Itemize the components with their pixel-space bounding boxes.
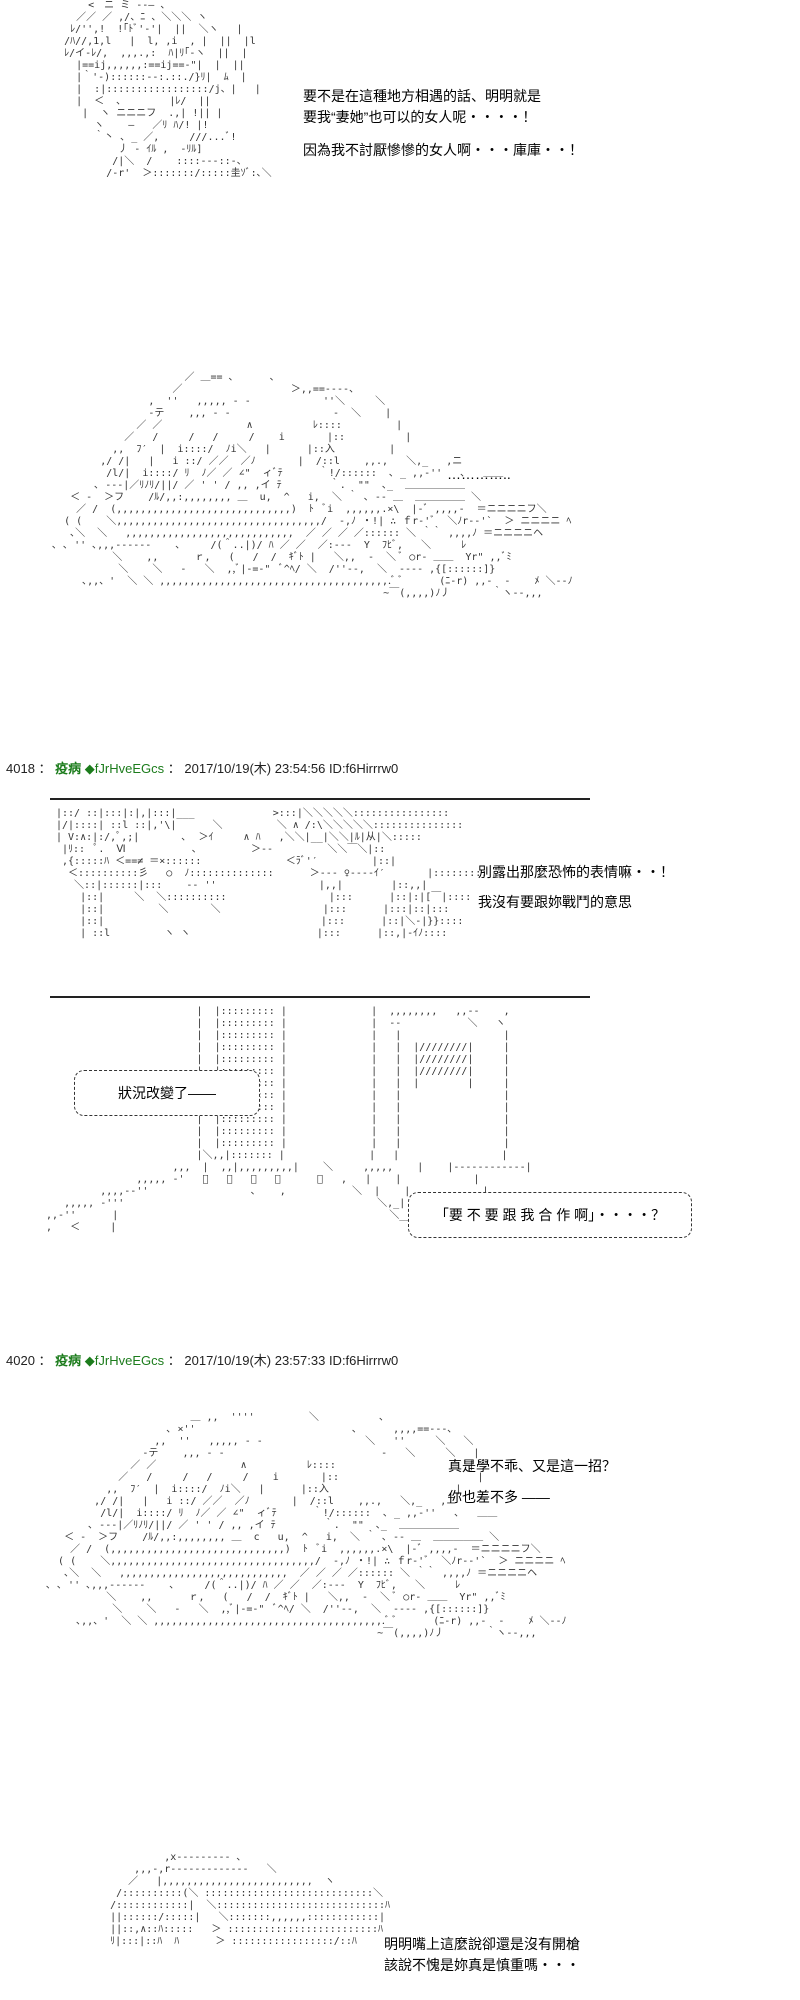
dialogue-line: 我沒有要跟妳戰鬥的意思 xyxy=(478,894,632,910)
panel-bottom-border xyxy=(50,996,590,998)
panel3-dialogue: 別露出那麼恐怖的表情嘛・・！ 我沒有要跟妳戰鬥的意思 xyxy=(478,862,674,913)
dialogue-line: 明明嘴上這麼說卻還是沒有開槍 xyxy=(384,1936,580,1952)
post-number: 4018 xyxy=(6,761,35,776)
post-author-name: 疫病 xyxy=(55,761,82,776)
post-id: ID:f6Hirrrw0 xyxy=(328,1353,399,1368)
speech-bubble-right: 「要 不 要 跟 我 合 作 啊」・・・・？ xyxy=(408,1192,692,1238)
ellipsis-text: ………….. xyxy=(447,466,511,482)
post-author-name: 疫病 xyxy=(55,1353,82,1368)
ascii-art-creature-2: ＿ ,, '''' ＼ ､ ､ ×'' ､ ,,,,==‐‐‐､ ,, '' ,… xyxy=(46,1412,567,1639)
ascii-art-character-1: <￣ニ ミ ‐‐― 、 ／／ ／ ,/、ﾆ 、＼＼＼ ヽ ﾚ/'',! !｢ﾄﾞ… xyxy=(64,0,272,179)
post-date: 2017/10/19(木) 23:54:56 xyxy=(184,761,326,776)
dialogue-line: 因為我不討厭慘慘的女人啊・・・庫庫・・！ xyxy=(303,142,583,158)
ascii-art-creature-1: ／ ＿== ､ ､ ／ ＞,,==‐‐‐‐、 , '' ,,,,, ‐ ‐ ''… xyxy=(52,372,573,599)
post-tripcode: ◆fJrHveEGcs xyxy=(84,1353,165,1368)
post-tripcode: ◆fJrHveEGcs xyxy=(84,761,165,776)
ascii-art-character-2: |::/ ::|:::|:|,|:::|___ >:::|＼＼＼＼＼::::::… xyxy=(56,808,488,939)
panel1-dialogue: 要不是在這種地方相遇的話、明明就是 要我“妻她”也可以的女人呢・・・・！ 因為我… xyxy=(303,86,583,161)
dialogue-line: 你也差不多 ―― xyxy=(448,1489,550,1505)
dialogue-line: 真是學不乖、又是這一招？ xyxy=(448,1458,616,1474)
ascii-art-doorway-scene: | |::::::::: | | ,,,,,,,, ,,‐‐ , | |::::… xyxy=(46,1006,532,1233)
panel5-dialogue: 真是學不乖、又是這一招？ 你也差不多 ―― xyxy=(448,1456,616,1508)
post-header: 4018 ： 疫病 ◆fJrHveEGcs ： 2017/10/19(木) 23… xyxy=(6,761,399,776)
post-date: 2017/10/19(木) 23:57:33 xyxy=(184,1353,326,1368)
dialogue-line: 別露出那麼恐怖的表情嘛・・！ xyxy=(478,864,674,880)
speech-bubble-left: 狀況改變了―― xyxy=(74,1070,260,1116)
ascii-art-character-3: ,x‐‐‐‐‐‐‐‐‐ ､ ,,,‐,r‐‐‐‐‐‐‐‐‐‐‐‐‐ ＼ ／ |,… xyxy=(110,1852,391,1947)
dialogue-line: 要我“妻她”也可以的女人呢・・・・！ xyxy=(303,109,537,125)
panel-top-border xyxy=(50,798,590,800)
panel6-dialogue: 明明嘴上這麼說卻還是沒有開槍 該說不愧是妳真是慎重嗎・・・ xyxy=(384,1934,580,1976)
post-header: 4020 ： 疫病 ◆fJrHveEGcs ： 2017/10/19(木) 23… xyxy=(6,1353,399,1368)
dialogue-line: 該說不愧是妳真是慎重嗎・・・ xyxy=(384,1957,580,1973)
post-number: 4020 xyxy=(6,1353,35,1368)
dialogue-line: 要不是在這種地方相遇的話、明明就是 xyxy=(303,88,541,104)
post-id: ID:f6Hirrrw0 xyxy=(328,761,399,776)
